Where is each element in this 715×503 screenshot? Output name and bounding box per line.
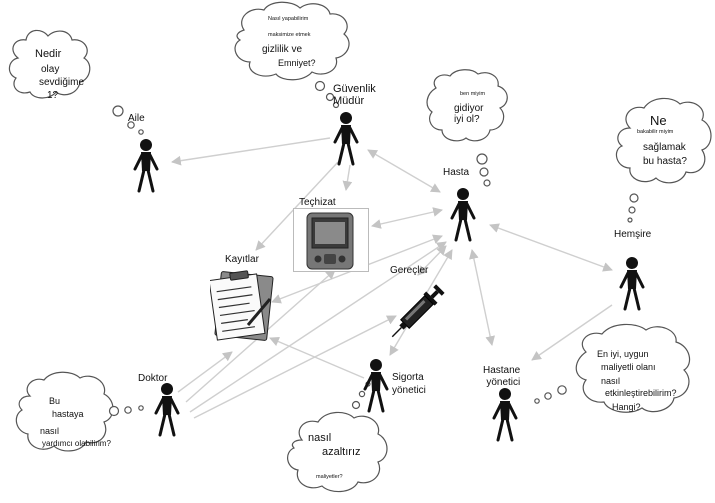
bubble-aile-line-1: Nedir bbox=[35, 48, 62, 60]
bubble-hemsire-line-1: Ne bbox=[650, 113, 667, 128]
object-label-kayitlar: Kayıtlar bbox=[225, 254, 259, 265]
actor-label-sigorta: Sigorta yönetici bbox=[392, 372, 426, 396]
arrow-doktor-gerecler bbox=[193, 315, 397, 419]
arrow-guvenlik-techizat bbox=[342, 164, 353, 191]
bubble-hemsire-line-3: sağlamak bbox=[643, 142, 686, 153]
stick-figure-icon-hemsire bbox=[619, 255, 645, 311]
thought-bubble-hemsire bbox=[615, 97, 712, 223]
actor-label-aile: Aile bbox=[128, 113, 145, 124]
bubble-aile-line-3: sevdiğime bbox=[39, 77, 85, 88]
bubble-sigorta-line-1: nasıl bbox=[308, 432, 332, 444]
bubble-hastane-line-5: Hangi? bbox=[612, 402, 641, 412]
stick-figure-icon-doktor bbox=[154, 381, 180, 437]
bubble-hastane-line-2: maliyetli olanı bbox=[601, 362, 656, 372]
arrow-sigorta-kayitlar bbox=[269, 336, 365, 379]
syringe-icon bbox=[391, 284, 445, 338]
bubble-doktor-line-4: yardımcı olabilirim? bbox=[42, 439, 111, 448]
arrow-doktor-hasta bbox=[189, 241, 447, 413]
arrow-hemsire-hastane bbox=[531, 304, 613, 361]
bubble-hasta-line-1: ben miyim bbox=[460, 91, 486, 97]
thought-bubble-doktor bbox=[15, 371, 144, 452]
arrow-guvenlik-hasta bbox=[367, 149, 441, 193]
arrow-doktor-kayitlar bbox=[177, 351, 233, 393]
bubble-aile-line-2: olay bbox=[41, 64, 60, 75]
bubble-hasta-line-3: iyi ol? bbox=[454, 114, 480, 125]
arrow-hasta-hemsire bbox=[489, 223, 613, 272]
arrow-guvenlik-kayitlar bbox=[255, 161, 339, 251]
arrow-guvenlik-aile bbox=[171, 137, 331, 166]
thought-bubble-guvenlik bbox=[234, 1, 350, 109]
bubble-doktor-line-1: Bu bbox=[49, 396, 61, 406]
bubble-guvenlik-line-1: Nasıl yapabilirim bbox=[268, 16, 309, 22]
stick-figure-icon-hastane bbox=[492, 386, 518, 442]
clipboard-icon bbox=[210, 270, 274, 341]
bubble-guvenlik-line-3: gizlilik ve bbox=[262, 44, 303, 55]
object-label-techizat: Teçhizat bbox=[299, 197, 336, 208]
handheld-device-icon bbox=[293, 208, 369, 272]
bubble-hastane-line-1: En iyi, uygun bbox=[597, 349, 649, 359]
actor-label-doktor: Doktor bbox=[138, 373, 168, 384]
stick-figure-icon-aile bbox=[133, 137, 159, 193]
bubble-hemsire-line-2: bakabilir miyim bbox=[637, 129, 674, 135]
arrow-hasta-hastane bbox=[469, 249, 495, 346]
bubble-hastane-line-4: etkinleştirebilirim? bbox=[605, 388, 677, 398]
stick-figure-icon-sigorta bbox=[363, 357, 389, 413]
bubble-aile-line-4: 1? bbox=[47, 90, 59, 101]
bubble-guvenlik-line-2: maksimize etmek bbox=[268, 32, 311, 38]
arrow-hasta-techizat bbox=[371, 207, 443, 229]
bubble-hemsire-line-4: bu hasta? bbox=[643, 156, 687, 167]
actor-label-hemsire: Hemşire bbox=[614, 229, 652, 240]
bubble-hastane-line-3: nasıl bbox=[601, 376, 621, 386]
actor-label-guvenlik: Güvenlik Müdür bbox=[333, 83, 376, 107]
actor-label-hastane: Hastane yönetici bbox=[483, 365, 521, 388]
stick-figure-icon-hasta bbox=[450, 186, 476, 242]
thought-bubble-hastane bbox=[534, 323, 691, 413]
bubble-guvenlik-line-4: Emniyet? bbox=[278, 58, 316, 68]
object-label-gerecler: Gereçler bbox=[390, 265, 429, 276]
bubble-doktor-line-3: nasıl bbox=[40, 426, 60, 436]
bubble-doktor-line-2: hastaya bbox=[52, 409, 84, 419]
thought-bubble-hasta bbox=[426, 69, 508, 187]
bubble-sigorta-line-3: maliyetler? bbox=[316, 474, 343, 480]
stick-figure-icon-guvenlik bbox=[333, 110, 359, 166]
bubble-sigorta-line-2: azaltırız bbox=[322, 446, 361, 458]
actor-label-hasta: Hasta bbox=[443, 167, 470, 178]
thought-bubble-aile bbox=[8, 29, 144, 135]
bubble-hasta-line-2: gidiyor bbox=[454, 103, 484, 114]
